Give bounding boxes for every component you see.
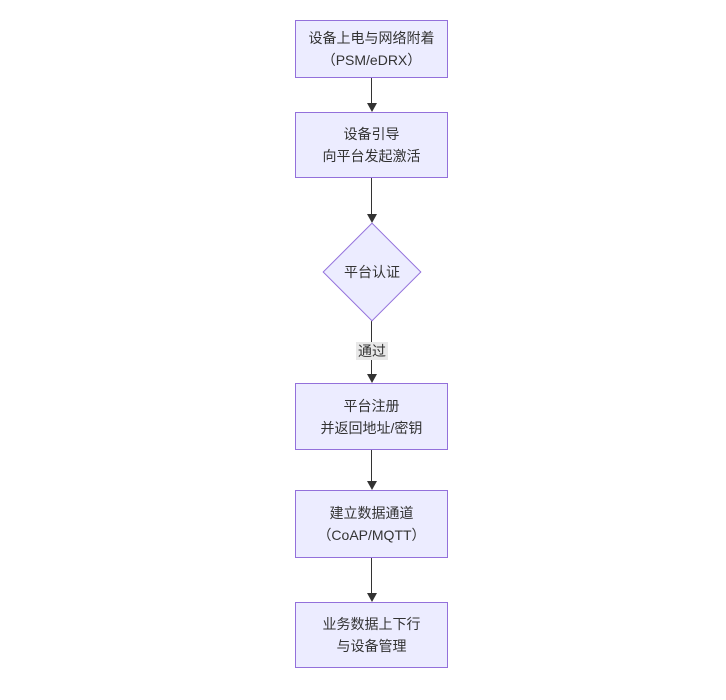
node-business-data-management: 业务数据上下行 与设备管理 [295,602,448,668]
node-label-line: 业务数据上下行 [322,616,421,632]
node-label-line: 与设备管理 [336,638,407,654]
node-label-line: 设备上电与网络附着 [308,30,435,46]
node-label-line: 平台认证 [344,264,400,280]
node-data-channel: 建立数据通道 （CoAP/MQTT） [295,490,448,558]
edge-label-pass: 通过 [356,342,388,360]
arrow-down-icon [367,214,377,223]
edge-line [371,450,372,481]
node-device-bootstrap: 设备引导 向平台发起激活 [295,112,448,178]
node-label-line: 向平台发起激活 [322,148,421,164]
node-platform-auth-decision: 平台认证 [322,260,422,284]
arrow-down-icon [367,593,377,602]
arrow-down-icon [367,481,377,490]
node-label-line: 平台注册 [343,397,400,414]
node-label-line: （CoAP/MQTT） [317,527,426,543]
edge-line [371,78,372,103]
arrow-down-icon [367,103,377,112]
edge-line [371,178,372,214]
arrow-down-icon [367,374,377,383]
edge-line [371,558,372,593]
node-label-line: （PSM/eDRX） [321,52,422,68]
node-label-line: 并返回地址/密钥 [320,419,423,436]
node-platform-register: 平台注册 并返回地址/密钥 [295,383,448,450]
node-power-network-attach: 设备上电与网络附着 （PSM/eDRX） [295,20,448,78]
node-label-line: 建立数据通道 [329,505,414,521]
node-label-line: 设备引导 [343,126,400,142]
